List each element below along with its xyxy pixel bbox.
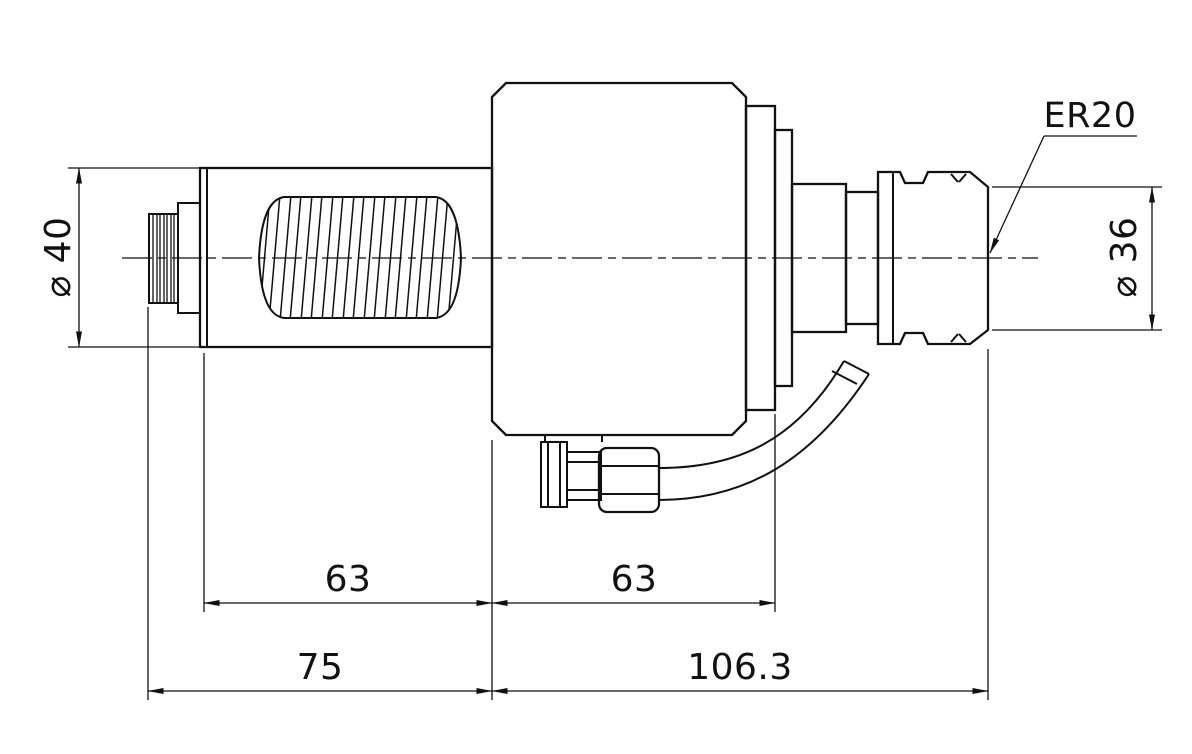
dim-75-label: 75 [297,647,344,688]
er20-leader-line [989,135,1045,254]
coolant-fitting [540,435,661,514]
dim-106-3-label: 106.3 [687,647,793,688]
er20-label: ER20 [1044,96,1137,136]
fitting-hex-nut [597,446,661,514]
er20-collet-nut [876,170,990,346]
dia-36-label: ⌀ 36 [1104,217,1145,298]
coolant-pipe [658,360,870,501]
dimension-75: 75 [147,307,493,700]
threaded-section [257,196,463,319]
dimension-63-left: 63 [203,353,493,700]
spline-teeth [152,215,175,302]
dimension-dia-36: ⌀ 36 [992,186,1162,331]
dim-63-left-label: 63 [325,559,372,600]
dimension-dia-40: ⌀ 40 [38,167,200,348]
dimension-106-3: 106.3 [491,349,989,700]
dim-63-right-label: 63 [611,559,658,600]
dimension-63-right: 63 [491,414,776,612]
main-body [490,81,748,437]
er20-callout: ER20 [989,96,1137,254]
dia-40-label: ⌀ 40 [38,217,79,298]
